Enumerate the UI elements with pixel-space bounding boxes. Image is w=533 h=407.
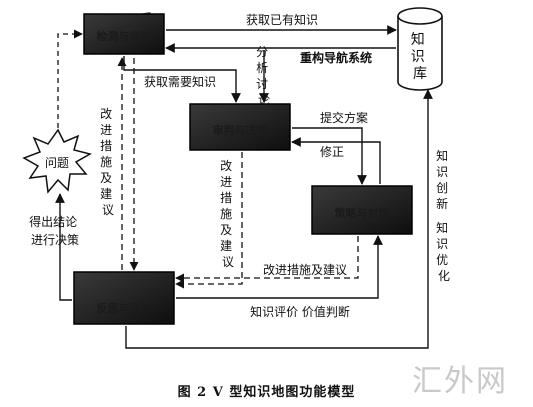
node-middle: 审判与决策 bbox=[189, 103, 291, 151]
conclude-line-2: 进行决策 bbox=[31, 233, 79, 247]
node-top-label: 检测与审验 bbox=[97, 29, 153, 43]
edge-revise bbox=[291, 137, 381, 184]
edge-conclude bbox=[55, 193, 72, 301]
improve-left-char-7: 议 bbox=[102, 203, 114, 217]
edge-evaluate bbox=[176, 235, 383, 299]
node-problem: 问题 bbox=[22, 128, 92, 194]
node-bottom-label: 反思与评价 bbox=[97, 301, 153, 315]
repo-char-2: 识 bbox=[411, 49, 425, 65]
node-repository-label: 知 识 库 bbox=[411, 31, 429, 82]
edge-improve-bottom-label: 改进措施及建议 bbox=[263, 263, 347, 277]
edge-improve-left-label: 改 进 措 施 及 建 议 bbox=[100, 107, 116, 217]
edge-get-existing-label: 获取已有知识 bbox=[246, 13, 318, 27]
innovate-char-3: 创 bbox=[436, 181, 448, 195]
improve-mid-char-5: 及 bbox=[220, 223, 232, 237]
conclude-line-1: 得出结论 bbox=[29, 214, 77, 229]
innovate-char-8: 化 bbox=[438, 269, 450, 283]
analysis-char-1: 分 bbox=[256, 45, 268, 59]
improve-mid-char-3: 措 bbox=[220, 191, 232, 205]
improve-mid-char-4: 施 bbox=[220, 207, 232, 221]
analysis-char-4: 论 bbox=[258, 93, 270, 107]
node-right: 策略与对策 bbox=[311, 185, 413, 235]
improve-left-char-3: 措 bbox=[100, 139, 112, 153]
improve-left-char-4: 施 bbox=[100, 155, 112, 169]
innovate-char-4: 新 bbox=[436, 196, 448, 211]
improve-mid-char-1: 改 bbox=[220, 159, 232, 173]
edge-submit bbox=[292, 127, 367, 185]
watermark: 汇外网 bbox=[412, 364, 508, 399]
improve-left-char-6: 建 bbox=[100, 187, 112, 201]
node-repository: 知 识 库 bbox=[397, 7, 443, 91]
innovate-char-2: 识 bbox=[436, 165, 448, 179]
improve-mid-char-7: 议 bbox=[222, 255, 234, 269]
analysis-char-2: 析 bbox=[256, 61, 268, 75]
edge-analysis-label: 分 析 讨 论 bbox=[256, 45, 272, 107]
figure-caption: 图 2 V 型知识地图功能模型 bbox=[177, 385, 356, 400]
node-right-label: 策略与对策 bbox=[334, 206, 391, 220]
repo-char-1: 知 bbox=[411, 31, 425, 48]
edge-revise-label: 修正 bbox=[320, 144, 344, 159]
innovate-char-7: 优 bbox=[436, 253, 448, 267]
edge-reconstruct-label: 重构导航系统 bbox=[300, 50, 372, 65]
repo-char-3: 库 bbox=[413, 66, 427, 82]
edge-conclude-label: 得出结论 进行决策 bbox=[29, 214, 81, 247]
analysis-char-3: 讨 bbox=[256, 77, 268, 91]
improve-left-char-1: 改 bbox=[100, 107, 112, 121]
innovate-char-5: 知 bbox=[436, 221, 448, 235]
node-middle-label: 审判与决策 bbox=[213, 123, 269, 137]
edge-improve-bottom bbox=[175, 236, 359, 283]
innovate-char-6: 识 bbox=[436, 237, 448, 251]
improve-left-char-5: 及 bbox=[100, 171, 112, 185]
edge-problem-top bbox=[57, 29, 83, 128]
node-top: 检测与审验 bbox=[83, 12, 165, 55]
edge-evaluate-label: 知识评价 价值判断 bbox=[250, 304, 350, 319]
improve-mid-char-6: 建 bbox=[220, 239, 232, 253]
edge-improve-mid-label: 改 进 措 施 及 建 议 bbox=[220, 159, 236, 269]
improve-mid-char-2: 进 bbox=[220, 175, 232, 189]
starburst-shape bbox=[22, 128, 92, 194]
edge-innovate-label: 知 识 创 新 知 识 优 化 bbox=[436, 149, 452, 283]
edge-innovate bbox=[125, 89, 433, 349]
node-bottom: 反思与评价 bbox=[73, 271, 175, 325]
node-problem-label: 问题 bbox=[45, 156, 69, 170]
edge-improve-mid bbox=[175, 152, 243, 289]
edge-get-needed-label: 获取需要知识 bbox=[144, 75, 216, 89]
edge-submit-label: 提交方案 bbox=[320, 110, 368, 125]
improve-left-char-2: 进 bbox=[100, 123, 112, 137]
innovate-char-1: 知 bbox=[436, 149, 448, 163]
